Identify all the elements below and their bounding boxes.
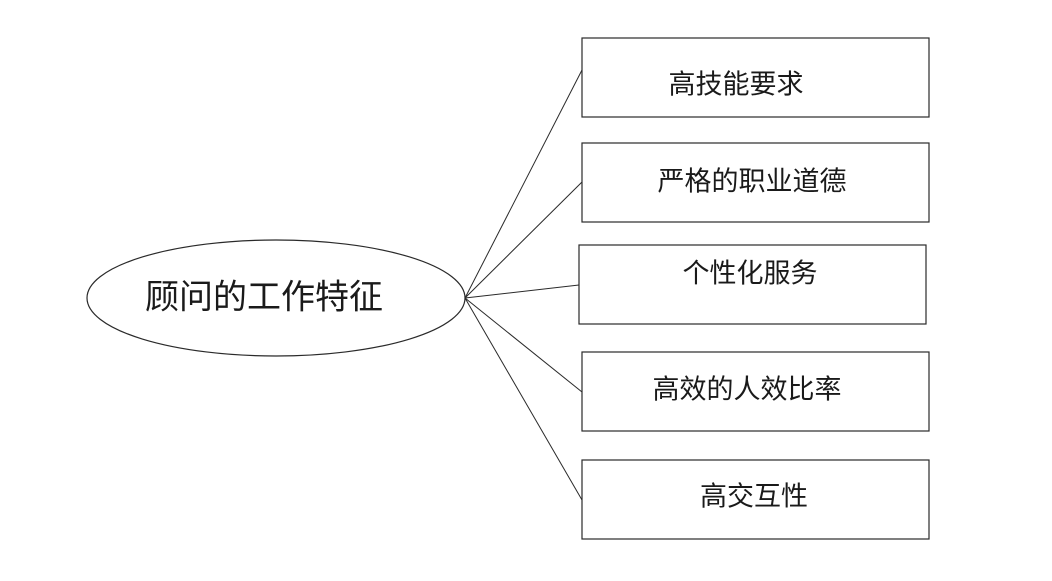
center-ellipse	[86, 239, 466, 357]
center-label: 顾问的工作特征	[145, 278, 383, 318]
branch-box-2: 严格的职业道德	[581, 142, 930, 223]
branch-box-frame	[581, 37, 930, 118]
branch-label: 高交互性	[700, 482, 808, 513]
branch-label: 严格的职业道德	[658, 167, 847, 198]
branch-label: 高技能要求	[669, 70, 804, 101]
connector-5	[464, 297, 583, 501]
branch-box-3: 个性化服务	[578, 244, 927, 325]
connector-4	[464, 297, 583, 393]
branch-box-5: 高交互性	[581, 459, 930, 540]
center-node: 顾问的工作特征	[86, 239, 466, 357]
connector-3	[464, 284, 580, 299]
branch-box-frame	[581, 351, 930, 432]
branch-box-4: 高效的人效比率	[581, 351, 930, 432]
branch-box-frame	[581, 459, 930, 540]
connectors	[464, 69, 583, 501]
branch-label: 高效的人效比率	[653, 375, 842, 406]
connector-2	[464, 181, 583, 299]
branch-box-1: 高技能要求	[581, 37, 930, 118]
branch-label: 个性化服务	[683, 259, 818, 290]
connector-1	[464, 69, 583, 299]
branch-box-frame	[581, 142, 930, 223]
branch-box-frame	[578, 244, 927, 325]
